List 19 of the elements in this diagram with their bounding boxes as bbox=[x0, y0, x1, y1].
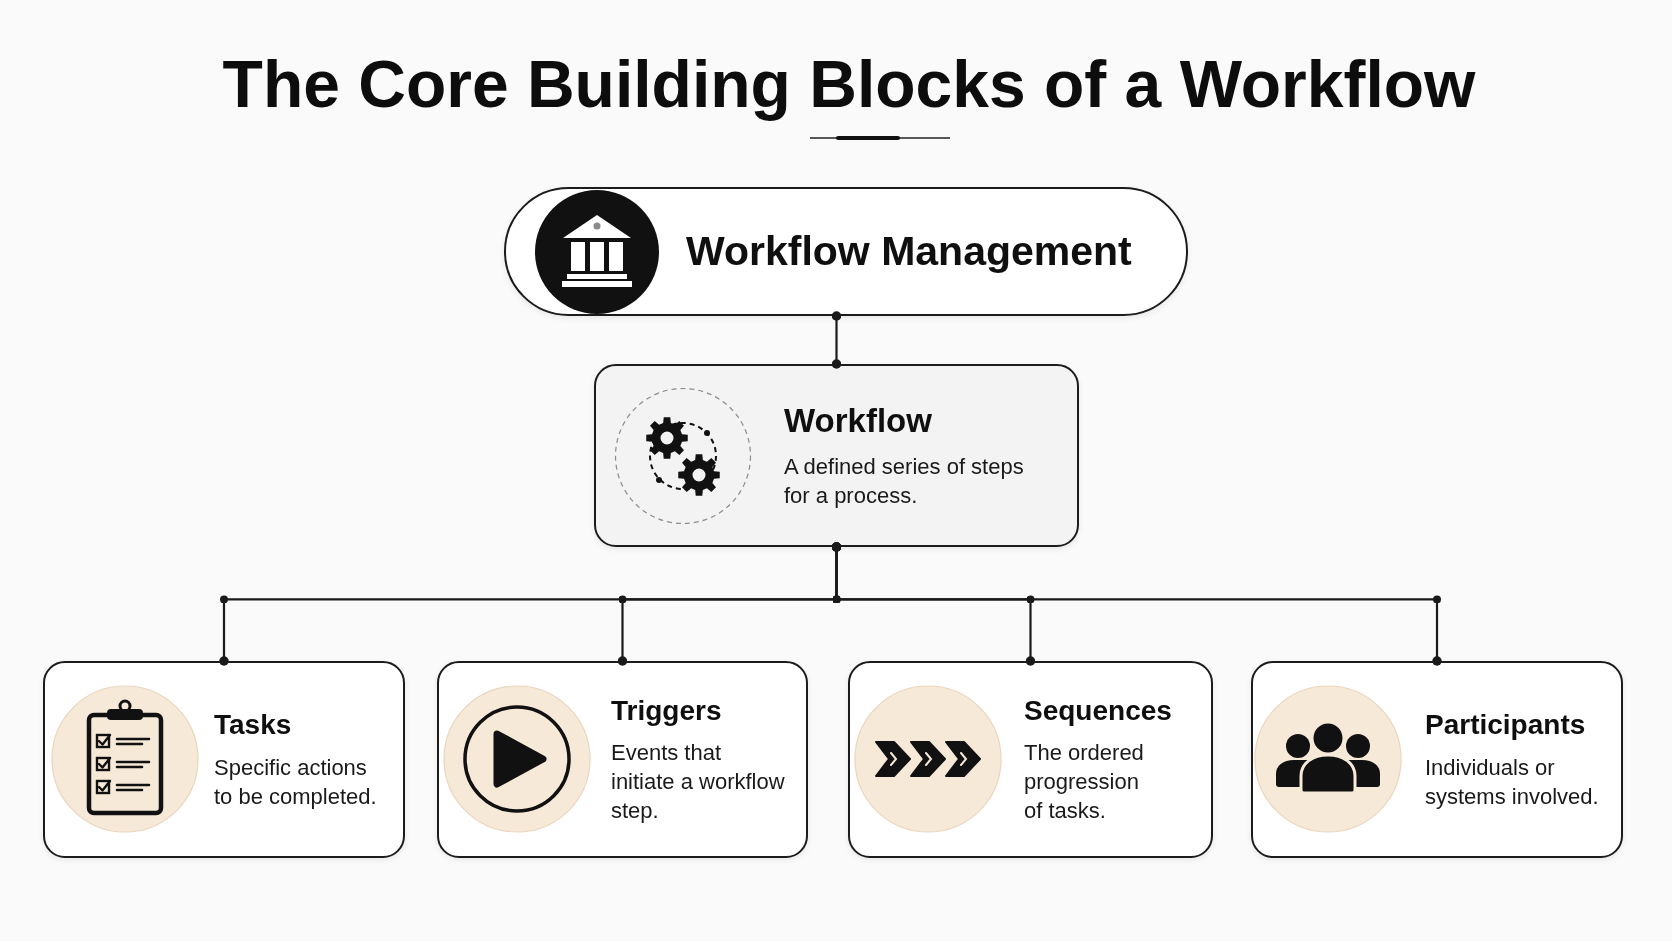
connector-line bbox=[832, 542, 1442, 666]
node-description: Specific actions to be completed. bbox=[214, 753, 378, 811]
node-description: Individuals or systems involved. bbox=[1425, 753, 1600, 811]
page-title: The Core Building Blocks of a Workflow bbox=[222, 46, 1476, 122]
node-heading: Tasks bbox=[214, 708, 292, 742]
node-heading: Participants bbox=[1425, 708, 1586, 742]
node-heading: Triggers bbox=[611, 693, 722, 728]
card-node bbox=[594, 364, 1079, 547]
card-node bbox=[1251, 661, 1623, 858]
node-description: Events that initiate a workflow step. bbox=[611, 739, 786, 826]
card-node bbox=[437, 661, 808, 858]
card-node bbox=[848, 661, 1213, 858]
node-heading: Workflow bbox=[784, 401, 932, 441]
node-description: The ordered progression of tasks. bbox=[1024, 739, 1145, 826]
card-node bbox=[43, 661, 405, 858]
node-heading: Sequences bbox=[1024, 693, 1172, 728]
node-heading: Workflow Management bbox=[686, 226, 1132, 276]
connector-line bbox=[832, 311, 841, 369]
node-description: A defined series of steps for a process. bbox=[784, 452, 1025, 510]
